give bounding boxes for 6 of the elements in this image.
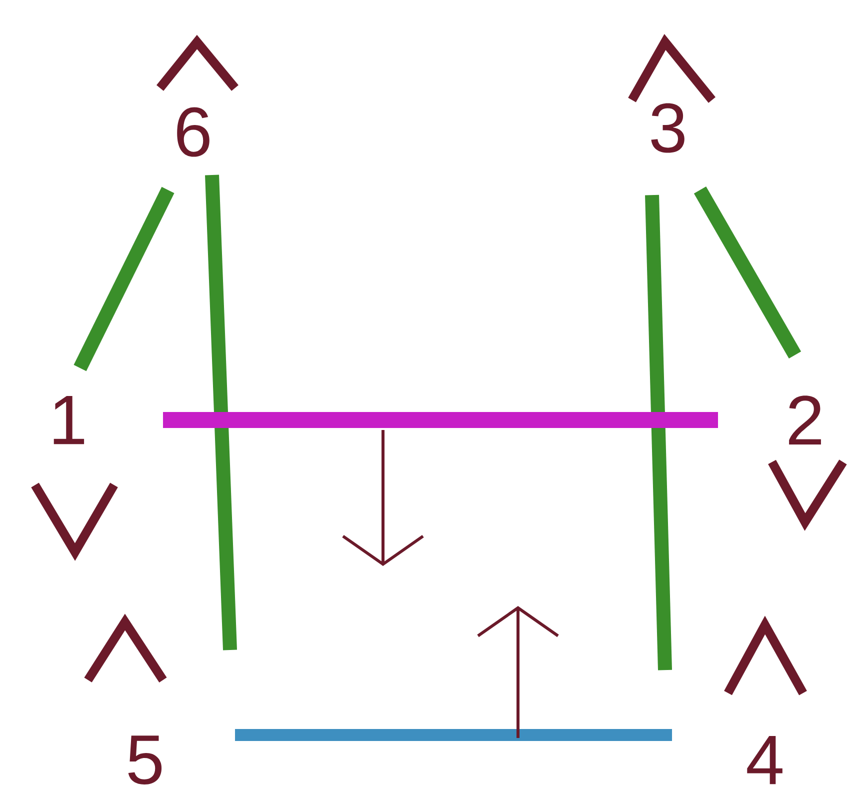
callout-number: 1: [54, 396, 84, 444]
callout-number: 2: [789, 396, 821, 444]
callout-number: 6: [177, 107, 210, 157]
callout-number: 4: [747, 736, 782, 784]
callout-number: 3: [651, 103, 684, 153]
callout-number: 5: [128, 736, 162, 784]
